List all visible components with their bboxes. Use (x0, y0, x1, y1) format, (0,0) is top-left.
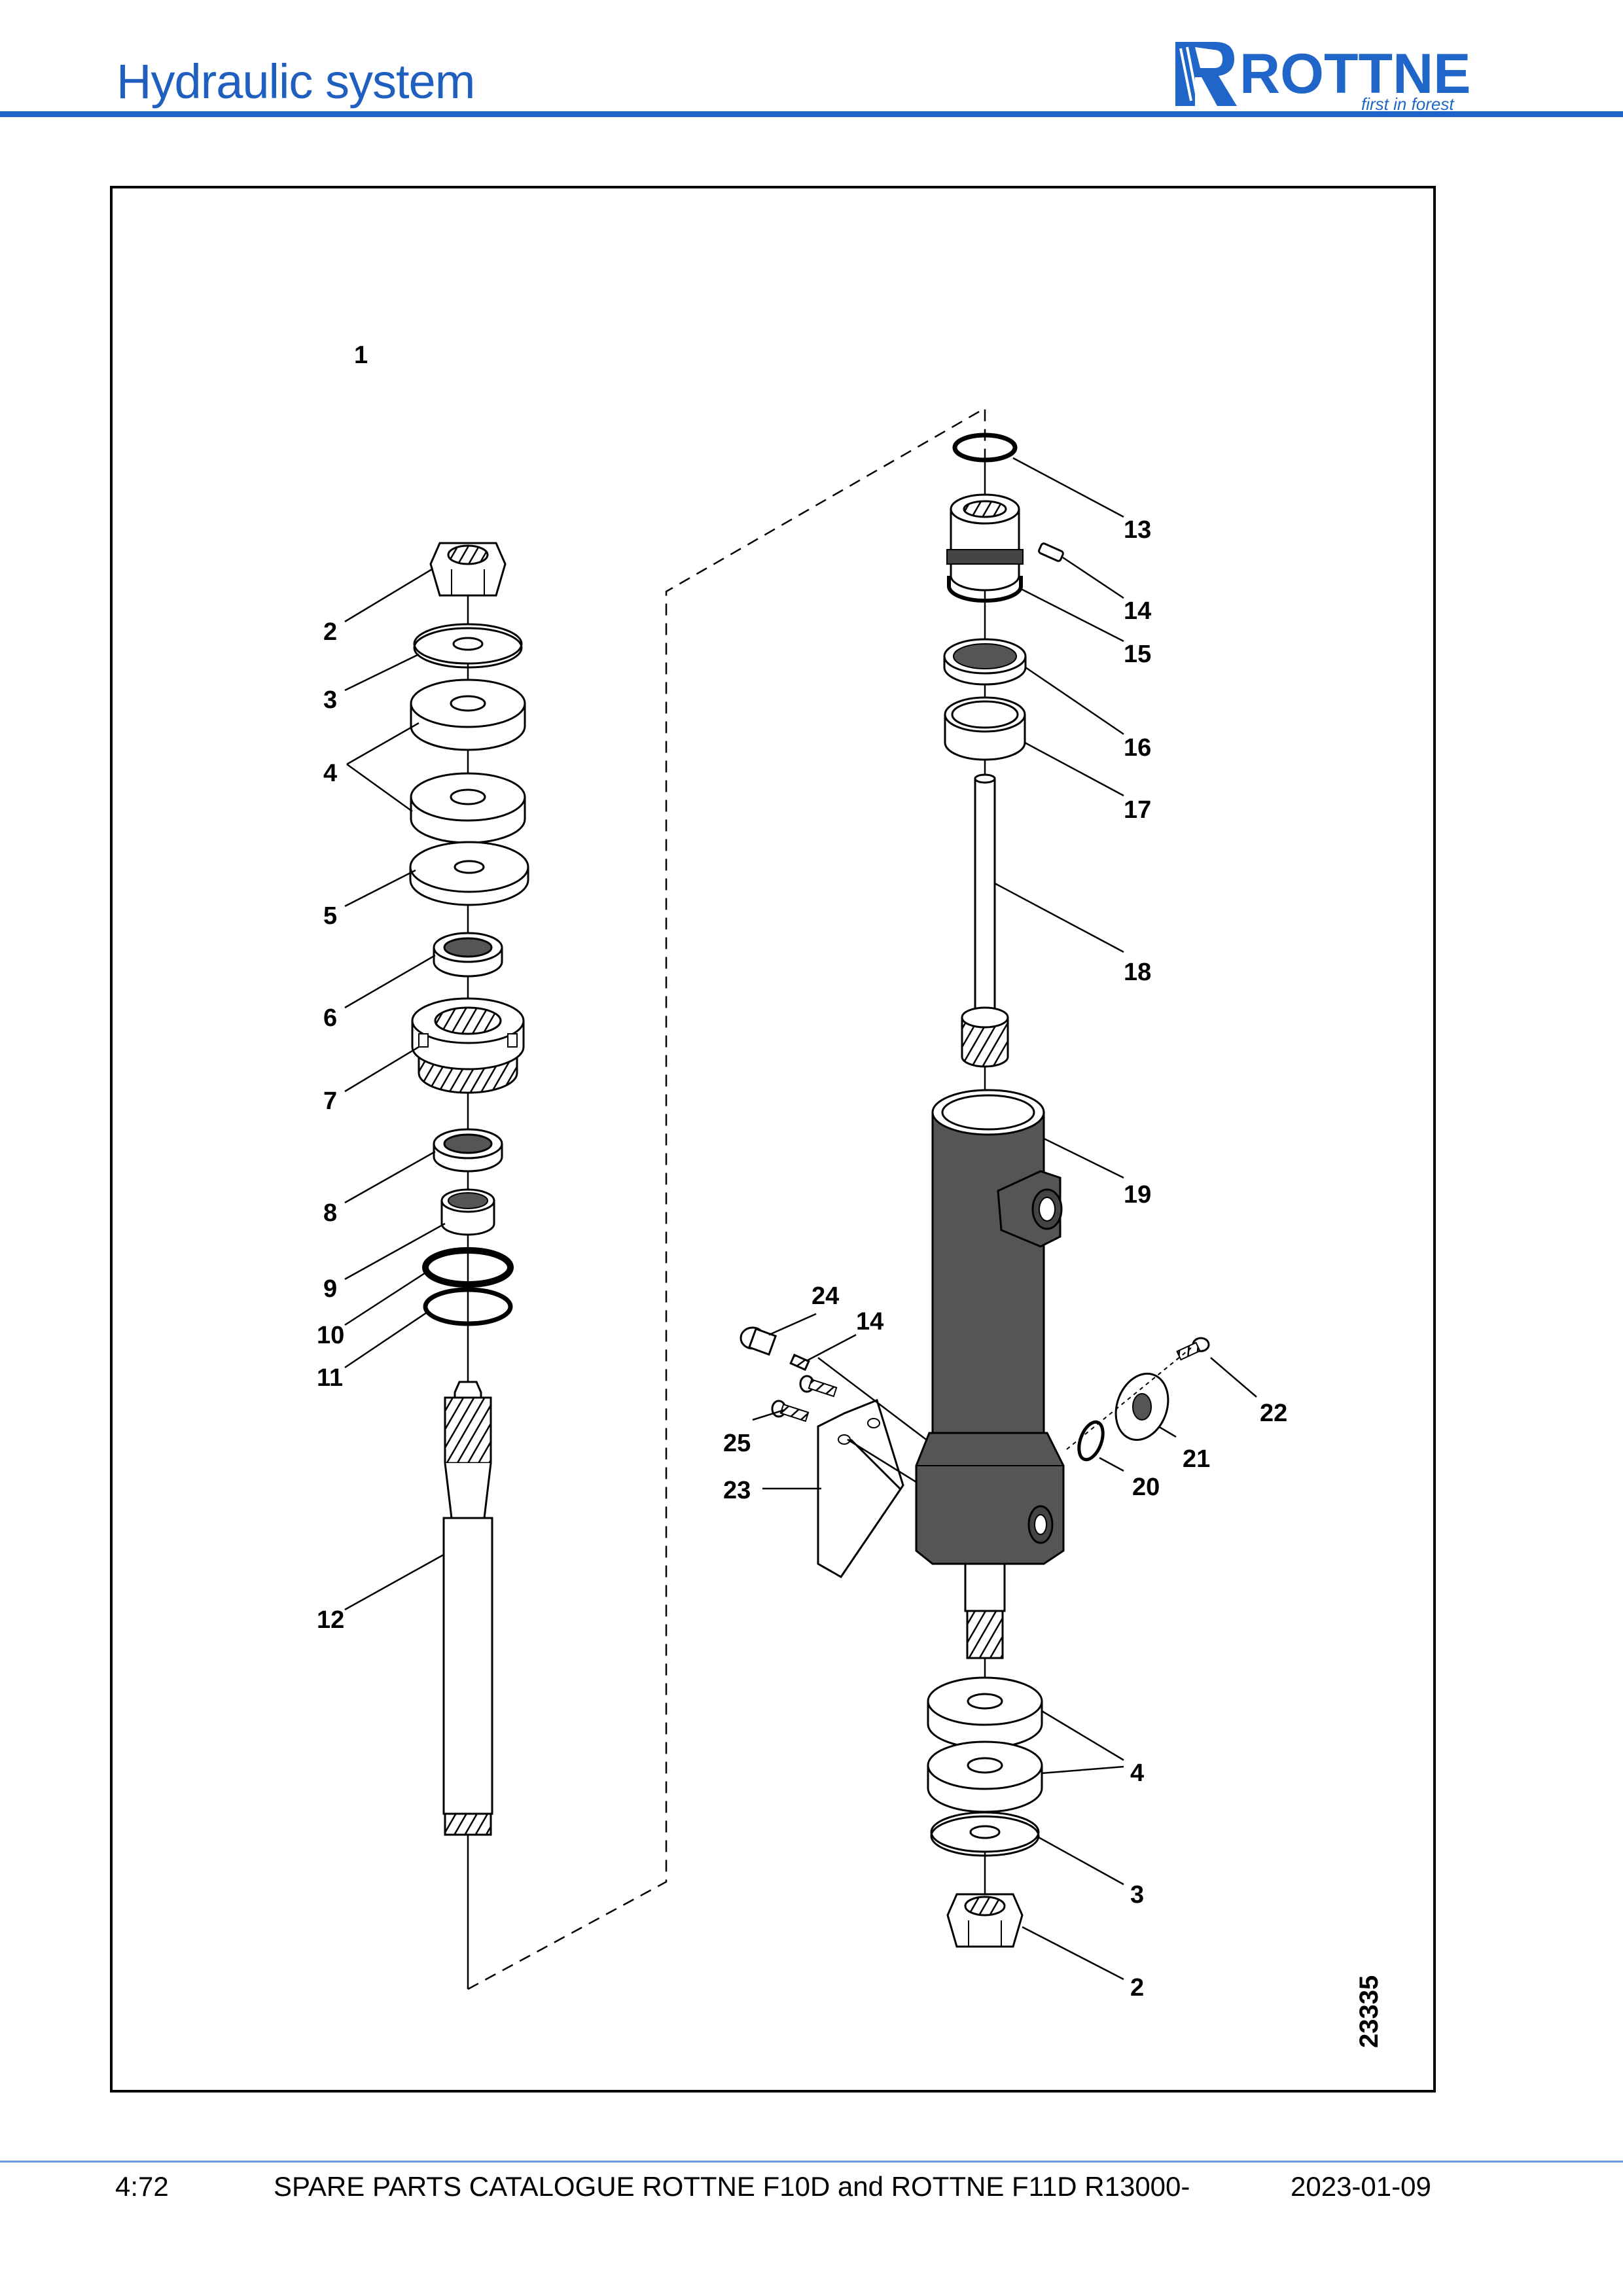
callout-3: 3 (323, 686, 337, 714)
callout-20: 20 (1132, 1474, 1160, 1501)
rubber-bushing-bottom-2 (927, 1740, 1043, 1813)
guide-line-25 (847, 1438, 917, 1483)
callout-14-lower: 14 (856, 1308, 883, 1335)
callout-6: 6 (323, 1004, 337, 1032)
logo-tagline: first in forest (1361, 94, 1455, 111)
callout-assembly: 1 (354, 342, 368, 369)
seal-ring-6 (433, 932, 503, 978)
callout-8: 8 (323, 1199, 337, 1227)
guide-ring (440, 1188, 495, 1236)
bolt-25 (771, 1375, 838, 1422)
flange-21 (1115, 1372, 1169, 1441)
publication-date: 2023-01-09 (1291, 2171, 1431, 2202)
seal-ring-8 (433, 1128, 503, 1173)
callout-7: 7 (323, 1087, 337, 1115)
callout-15: 15 (1124, 641, 1151, 668)
rottne-emblem-icon (1175, 42, 1237, 106)
callout-5: 5 (323, 902, 337, 930)
backup-ring-11 (423, 1287, 513, 1326)
mounting-bracket (817, 1399, 904, 1578)
header-divider (0, 111, 1623, 117)
callout-23: 23 (723, 1477, 751, 1504)
callout-16: 16 (1124, 734, 1151, 762)
o-ring-20 (1077, 1420, 1105, 1462)
footer-divider (0, 2161, 1623, 2163)
washer-top (413, 623, 523, 669)
drawing-number: 23335 (1355, 1975, 1383, 2048)
large-washer (409, 841, 529, 906)
o-ring-13 (952, 433, 1018, 463)
rubber-bushing-top-2 (410, 772, 526, 844)
callout-14: 14 (1124, 597, 1151, 625)
callout-19: 19 (1124, 1181, 1151, 1209)
assembly-dashed-line (467, 406, 986, 1990)
callout-18: 18 (1124, 959, 1151, 986)
cylinder-gland (411, 997, 525, 1094)
lock-nut-top (429, 542, 507, 597)
callout-3-lower: 3 (1130, 1881, 1144, 1909)
callout-2: 2 (323, 618, 337, 646)
page-title: Hydraulic system (116, 54, 475, 109)
callout-10: 10 (317, 1322, 344, 1349)
diagram-frame (110, 186, 1436, 2093)
callout-25: 25 (723, 1430, 751, 1457)
callout-9: 9 (323, 1275, 337, 1303)
callout-22: 22 (1260, 1400, 1287, 1427)
screw-22 (1176, 1337, 1210, 1361)
cylinder-head (946, 493, 1024, 592)
piston-rod (442, 1381, 493, 1836)
cylinder-barrel (915, 1089, 1065, 1659)
o-ring-10 (422, 1247, 514, 1288)
roll-pin-14 (1038, 542, 1064, 562)
guide-line-22 (1066, 1347, 1192, 1450)
washer-bottom (930, 1811, 1040, 1857)
page-number: 4:72 (115, 2171, 169, 2202)
seal-ring-16 (943, 638, 1027, 686)
callout-4: 4 (323, 760, 337, 787)
wear-ring-17 (944, 696, 1026, 761)
callout-4-lower: 4 (1130, 1759, 1144, 1787)
leader-lines (344, 457, 1257, 1981)
callout-2-lower: 2 (1130, 1974, 1144, 2002)
callout-24: 24 (812, 1282, 839, 1310)
logo-wordmark: ROTTNE (1240, 43, 1471, 105)
rod-18 (961, 773, 1009, 1068)
catalogue-title: SPARE PARTS CATALOGUE ROTTNE F10D and RO… (274, 2171, 1190, 2202)
plug-screw-24 (740, 1326, 777, 1356)
guide-line-24 (817, 1357, 927, 1440)
rottne-logo: ROTTNE first in forest (1175, 42, 1471, 111)
callout-17: 17 (1124, 796, 1151, 824)
rubber-bushing-bottom-1 (927, 1676, 1043, 1749)
ring-15 (947, 576, 1023, 603)
set-screw-14 (789, 1353, 810, 1371)
lock-nut-bottom (946, 1893, 1024, 1948)
callout-13: 13 (1124, 516, 1151, 544)
callout-21: 21 (1183, 1445, 1210, 1473)
rubber-bushing-top-1 (410, 679, 526, 751)
callout-11: 11 (317, 1364, 343, 1392)
callout-12: 12 (317, 1606, 344, 1634)
